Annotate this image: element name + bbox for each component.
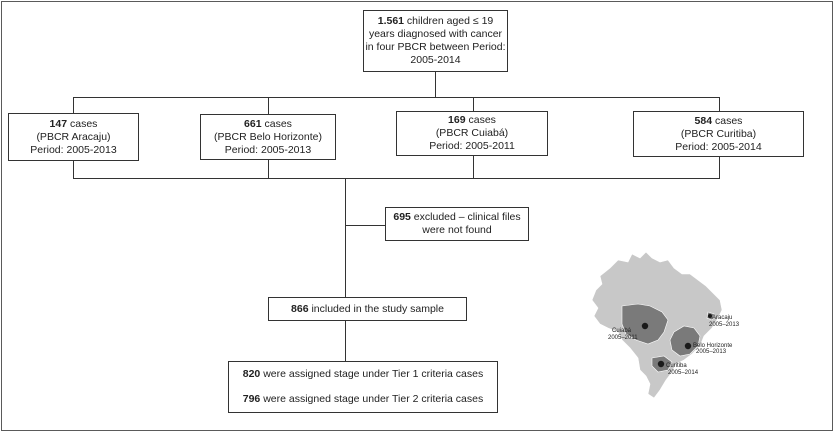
registry-name: (PBCR Aracaju) xyxy=(36,130,111,143)
root-box: 1.561 children aged ≤ 19 years diagnosed… xyxy=(363,10,508,72)
connector-drop-1 xyxy=(73,97,74,113)
connector-drop-4 xyxy=(719,97,720,111)
connector-bottom-bar xyxy=(73,178,720,179)
curitiba-dot xyxy=(657,360,665,368)
connector-main-vertical xyxy=(345,178,346,297)
registry-box-curitiba: 584 cases (PBCR Curitiba) Period: 2005-2… xyxy=(633,111,804,157)
connector-excluded-branch xyxy=(345,225,385,226)
connector-drop-2 xyxy=(268,97,269,114)
registry-suffix: cases xyxy=(712,114,743,127)
cuiaba-dot xyxy=(641,322,649,330)
excluded-line-1: 695 excluded – clinical files xyxy=(386,211,528,224)
registry-box-aracaju: 147 cases (PBCR Aracaju) Period: 2005-20… xyxy=(8,113,139,161)
connector-rise-3 xyxy=(473,156,474,178)
belo-horizonte-period: 2005–2013 xyxy=(696,349,727,355)
registry-period: Period: 2005-2011 xyxy=(429,140,515,152)
included-line: 866 included in the study sample xyxy=(269,303,466,316)
included-count: 866 xyxy=(291,302,309,315)
root-line-1-text: children aged ≤ 19 xyxy=(404,15,494,27)
excluded-line-2: were not found xyxy=(422,224,492,236)
registry-count: 661 xyxy=(244,117,262,130)
registry-count-line: 661 cases xyxy=(201,118,335,131)
curitiba-label: Curitiba xyxy=(666,363,687,369)
connector-drop-3 xyxy=(473,97,474,111)
registry-suffix: cases xyxy=(465,114,496,126)
registry-name: (PBCR Belo Horizonte) xyxy=(214,130,322,143)
staging-tier2-text: were assigned stage under Tier 2 criteri… xyxy=(260,393,484,405)
curitiba-period: 2005–2014 xyxy=(668,370,699,376)
staging-tier2-count: 796 xyxy=(242,393,261,405)
registry-period: Period: 2005-2013 xyxy=(30,143,117,156)
staging-tier1: 820 were assigned stage under Tier 1 cri… xyxy=(229,367,497,382)
belo-horizonte-dot xyxy=(684,342,692,350)
connector-rise-4 xyxy=(719,157,720,178)
registry-suffix: cases xyxy=(261,117,292,130)
connector-root-down xyxy=(435,72,436,97)
connector-top-bar xyxy=(73,97,720,98)
root-line-1: 1.561 children aged ≤ 19 xyxy=(364,15,507,28)
root-line-4: 2005-2014 xyxy=(410,54,461,66)
excluded-line-1-text: excluded – clinical files xyxy=(410,211,521,223)
staging-tier1-text: were assigned stage under Tier 1 criteri… xyxy=(260,368,484,380)
staging-tier2: 796 were assigned stage under Tier 2 cri… xyxy=(229,392,497,407)
excluded-count: 695 xyxy=(393,211,411,223)
registry-count: 584 xyxy=(694,114,713,127)
connector-rise-2 xyxy=(268,160,269,178)
registry-count-line: 169 cases xyxy=(397,114,547,127)
registry-count-line: 147 cases xyxy=(9,118,138,131)
connector-rise-1 xyxy=(73,161,74,178)
minas-gerais-state xyxy=(669,325,701,357)
aracaju-period: 2005–2013 xyxy=(709,322,740,328)
aracaju-dot xyxy=(708,314,712,318)
aracaju-label: Aracaju xyxy=(712,315,732,321)
registry-name: (PBCR Cuiabá) xyxy=(435,127,509,139)
root-count: 1.561 xyxy=(377,15,405,27)
registry-count: 169 xyxy=(448,114,466,126)
registry-box-belo-horizonte: 661 cases (PBCR Belo Horizonte) Period: … xyxy=(200,114,336,160)
registry-count: 147 xyxy=(49,117,68,130)
registry-box-cuiaba: 169 cases (PBCR Cuiabá) Period: 2005-201… xyxy=(396,111,548,156)
belo-horizonte-label: Belo Horizonte xyxy=(693,343,733,349)
root-line-2: years diagnosed with cancer xyxy=(368,28,503,40)
included-text: included in the study sample xyxy=(308,302,444,315)
brazil-map: Aracaju 2005–2013 Cuiabá 2005–2011 Belo … xyxy=(591,251,740,399)
excluded-box: 695 excluded – clinical files were not f… xyxy=(385,207,529,241)
included-box: 866 included in the study sample xyxy=(268,297,467,321)
registry-suffix: cases xyxy=(67,117,98,130)
connector-included-down xyxy=(345,321,346,361)
root-line-3: in four PBCR between Period: xyxy=(365,41,506,53)
registry-name: (PBCR Curitiba) xyxy=(680,127,757,140)
cuiaba-label: Cuiabá xyxy=(612,328,632,334)
cuiaba-period: 2005–2011 xyxy=(608,335,638,341)
registry-period: Period: 2005-2014 xyxy=(675,140,762,153)
registry-period: Period: 2005-2013 xyxy=(224,143,312,156)
registry-count-line: 584 cases xyxy=(634,115,803,128)
staging-box: 820 were assigned stage under Tier 1 cri… xyxy=(228,361,498,413)
staging-tier1-count: 820 xyxy=(242,368,261,380)
